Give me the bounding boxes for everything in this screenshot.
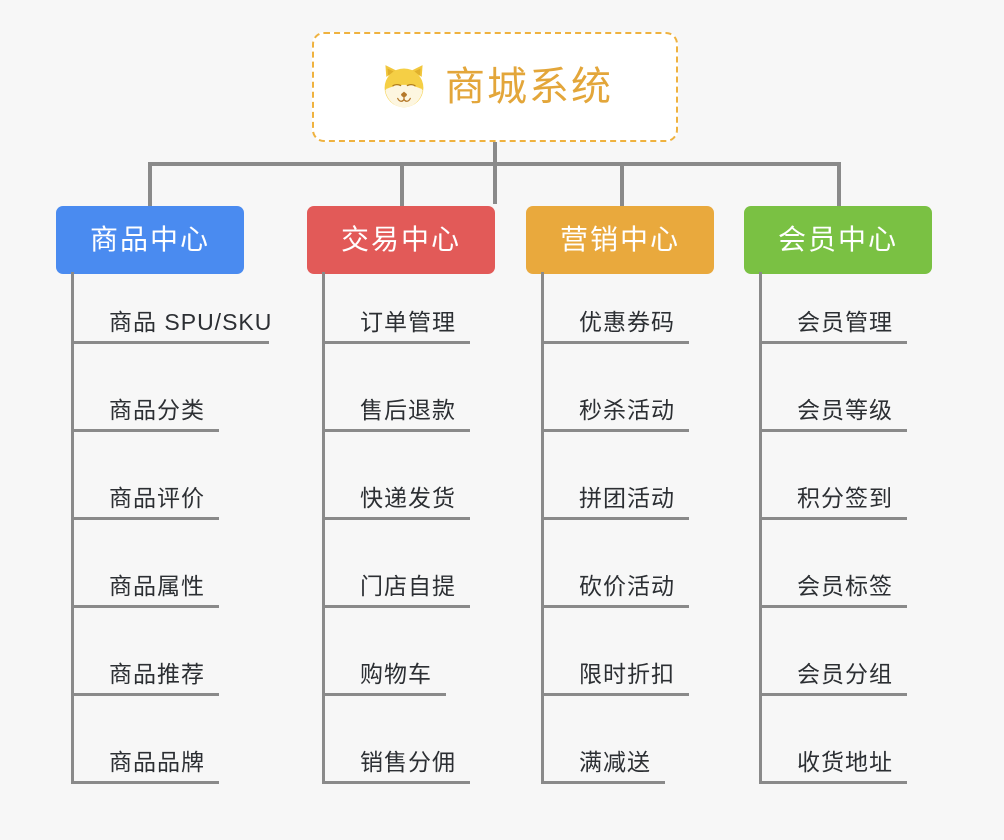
leaf-item-label: 商品推荐 [109,661,205,687]
connector-root-stem [493,142,497,204]
leaf-item-label: 秒杀活动 [579,397,675,423]
leaf-item[interactable]: 售后退款 [322,344,470,432]
leaf-item[interactable]: 商品评价 [71,432,219,520]
leaf-item-underline [541,605,689,608]
leaf-item-label: 商品 SPU/SKU [109,309,273,335]
category-box-trade-center[interactable]: 交易中心 [307,206,495,274]
leaf-item[interactable]: 拼团活动 [541,432,689,520]
leaf-item-label: 购物车 [360,661,432,687]
leaf-item-underline [759,517,907,520]
leaf-item[interactable]: 砍价活动 [541,520,689,608]
leaf-item-underline [322,693,446,696]
leaf-column-trunk [541,272,544,784]
leaf-item[interactable]: 满减送 [541,696,665,784]
leaf-item-underline [71,429,219,432]
category-label-trade-center: 交易中心 [340,224,461,255]
leaf-item-underline [541,429,689,432]
leaf-item[interactable]: 会员分组 [759,608,907,696]
leaf-item-underline [322,429,470,432]
leaf-item-underline [541,517,689,520]
leaf-column-trunk [71,272,74,784]
leaf-item-underline [759,781,907,784]
leaf-column-trunk [759,272,762,784]
leaf-item-label: 积分签到 [797,485,893,511]
leaf-item[interactable]: 优惠券码 [541,256,689,344]
leaf-item-underline [322,517,470,520]
leaf-item[interactable]: 限时折扣 [541,608,689,696]
leaf-item[interactable]: 秒杀活动 [541,344,689,432]
category-box-product-center[interactable]: 商品中心 [56,206,244,274]
leaf-item-underline [71,781,219,784]
connector-drop-product-center [148,162,152,206]
category-label-member-center: 会员中心 [777,224,898,255]
leaf-item[interactable]: 会员标签 [759,520,907,608]
leaf-item-underline [541,693,689,696]
leaf-item-underline [71,605,219,608]
leaf-item-label: 会员等级 [797,397,893,423]
leaf-item[interactable]: 购物车 [322,608,446,696]
leaf-column-trunk [322,272,325,784]
leaf-item-underline [541,341,689,344]
leaf-item-label: 拼团活动 [579,485,675,511]
leaf-item[interactable]: 快递发货 [322,432,470,520]
leaf-item-underline [322,605,470,608]
leaf-item-label: 会员标签 [797,573,893,599]
leaf-item[interactable]: 商品分类 [71,344,219,432]
connector-drop-trade-center [400,162,404,206]
leaf-item-label: 砍价活动 [579,573,675,599]
leaf-item-label: 商品属性 [109,573,205,599]
leaf-item[interactable]: 商品推荐 [71,608,219,696]
leaf-item-underline [322,341,470,344]
category-box-marketing-center[interactable]: 营销中心 [526,206,714,274]
leaf-item[interactable]: 会员等级 [759,344,907,432]
leaf-item[interactable]: 商品 SPU/SKU [71,256,273,344]
connector-horizontal-bus [148,162,841,166]
leaf-item[interactable]: 商品品牌 [71,696,219,784]
leaf-item-underline [759,429,907,432]
leaf-item-label: 销售分佣 [360,749,456,775]
leaf-item-underline [759,605,907,608]
leaf-item[interactable]: 门店自提 [322,520,470,608]
leaf-item-label: 限时折扣 [579,661,675,687]
category-label-marketing-center: 营销中心 [559,224,680,255]
category-label-product-center: 商品中心 [89,224,210,255]
leaf-item-label: 收货地址 [797,749,893,775]
leaf-item[interactable]: 商品属性 [71,520,219,608]
leaf-item-underline [759,341,907,344]
leaf-item[interactable]: 销售分佣 [322,696,470,784]
leaf-item[interactable]: 订单管理 [322,256,470,344]
leaf-item-label: 商品品牌 [109,749,205,775]
connector-drop-member-center [837,162,841,206]
leaf-item-underline [71,517,219,520]
leaf-item-label: 会员管理 [797,309,893,335]
leaf-item-label: 快递发货 [360,485,456,511]
leaf-item-underline [759,693,907,696]
shiba-dog-icon [377,60,431,114]
leaf-item-underline [322,781,470,784]
category-box-member-center[interactable]: 会员中心 [744,206,932,274]
leaf-item-label: 商品评价 [109,485,205,511]
root-node-mall-system[interactable]: 商城系统 [312,32,678,142]
leaf-item-underline [71,341,269,344]
leaf-item[interactable]: 积分签到 [759,432,907,520]
leaf-item-label: 售后退款 [360,397,456,423]
leaf-item-underline [71,693,219,696]
leaf-item-label: 门店自提 [360,573,456,599]
leaf-item[interactable]: 收货地址 [759,696,907,784]
leaf-item-underline [541,781,665,784]
root-node-title: 商城系统 [445,65,613,109]
leaf-item-label: 会员分组 [797,661,893,687]
connector-drop-marketing-center [620,162,624,206]
leaf-item-label: 商品分类 [109,397,205,423]
leaf-item[interactable]: 会员管理 [759,256,907,344]
leaf-item-label: 订单管理 [360,309,456,335]
leaf-item-label: 优惠券码 [579,309,675,335]
leaf-item-label: 满减送 [579,749,651,775]
